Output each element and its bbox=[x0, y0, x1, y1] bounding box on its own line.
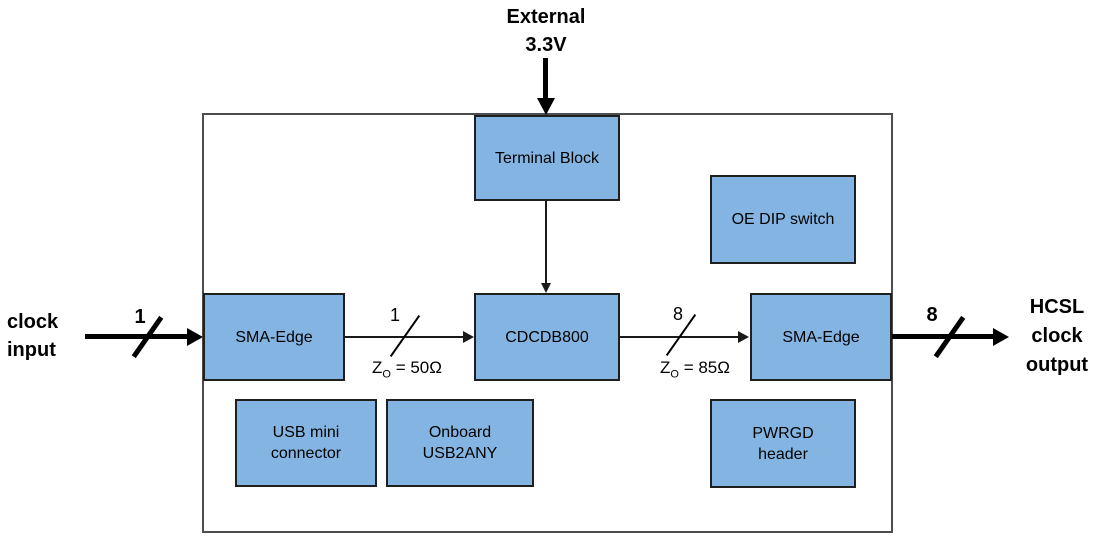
external-supply-line2: 3.3V bbox=[525, 34, 567, 56]
output-impedance-label: ZO = 85Ω bbox=[640, 358, 750, 380]
pwrgd-header-line1: PWRGD bbox=[752, 424, 814, 442]
usb-mini-line1: USB mini bbox=[272, 424, 340, 441]
onboard-usb2any-line2: USB2ANY bbox=[422, 445, 498, 462]
sma-edge-output-label: SMA-Edge bbox=[782, 328, 860, 346]
block-onboard-usb2any: Onboard USB2ANY bbox=[386, 399, 534, 487]
clock-input-arrowhead-icon bbox=[187, 328, 203, 346]
clock-input-line1: clock bbox=[7, 311, 59, 333]
sma-to-cdcdb800-arrowhead-icon bbox=[463, 331, 474, 343]
hcsl-output-bus-width: 8 bbox=[926, 304, 938, 326]
output-impedance-sub: O bbox=[670, 368, 679, 381]
input-impedance-value: = 50Ω bbox=[390, 358, 442, 377]
clock-input-label: clock input bbox=[7, 308, 87, 364]
external-supply-arrowhead-icon bbox=[537, 98, 555, 115]
block-oe-dip-switch: OE DIP switch bbox=[710, 175, 856, 264]
block-pwrgd-header: PWRGD header bbox=[710, 399, 856, 488]
output-impedance-base: Z bbox=[660, 358, 671, 377]
block-usb-mini-connector: USB mini connector bbox=[235, 399, 377, 487]
block-terminal-block: Terminal Block bbox=[474, 115, 620, 201]
external-supply-wire bbox=[543, 58, 548, 100]
input-impedance-label: ZO = 50Ω bbox=[352, 358, 462, 380]
clock-input-bus-width: 1 bbox=[134, 306, 146, 328]
input-impedance-sub: O bbox=[382, 368, 391, 381]
hcsl-output-arrowhead-icon bbox=[993, 328, 1009, 346]
hcsl-output-line2: clock bbox=[1031, 325, 1083, 347]
block-sma-edge-input: SMA-Edge bbox=[203, 293, 345, 381]
external-supply-line1: External bbox=[506, 6, 586, 28]
pwrgd-header-line2: header bbox=[758, 445, 808, 463]
block-cdcdb800: CDCDB800 bbox=[474, 293, 620, 381]
hcsl-output-label: HCSL clock output bbox=[1014, 293, 1100, 380]
hcsl-output-wire bbox=[892, 334, 993, 339]
sma-edge-input-label: SMA-Edge bbox=[235, 328, 313, 346]
terminal-to-cdcdb800-wire bbox=[545, 201, 547, 284]
sma-to-cdcdb800-bus-width: 1 bbox=[389, 305, 400, 325]
input-impedance-base: Z bbox=[372, 358, 383, 377]
block-sma-edge-output: SMA-Edge bbox=[750, 293, 892, 381]
terminal-block-label: Terminal Block bbox=[494, 149, 600, 167]
hcsl-output-line3: output bbox=[1025, 354, 1089, 376]
output-impedance-value: = 85Ω bbox=[678, 358, 730, 377]
external-supply-label: External 3.3V bbox=[476, 3, 616, 59]
usb-mini-line2: connector bbox=[270, 445, 342, 462]
clock-input-wire bbox=[85, 334, 187, 339]
cdcdb800-to-sma-bus-width: 8 bbox=[672, 304, 683, 324]
terminal-to-cdcdb800-arrowhead-icon bbox=[541, 283, 551, 293]
cdcdb800-to-sma-arrowhead-icon bbox=[738, 331, 749, 343]
hcsl-output-line1: HCSL bbox=[1029, 296, 1085, 318]
cdcdb800-label: CDCDB800 bbox=[505, 328, 589, 346]
oe-dip-switch-label: OE DIP switch bbox=[731, 211, 835, 228]
clock-input-line2: input bbox=[7, 339, 56, 361]
onboard-usb2any-line1: Onboard bbox=[428, 424, 492, 441]
